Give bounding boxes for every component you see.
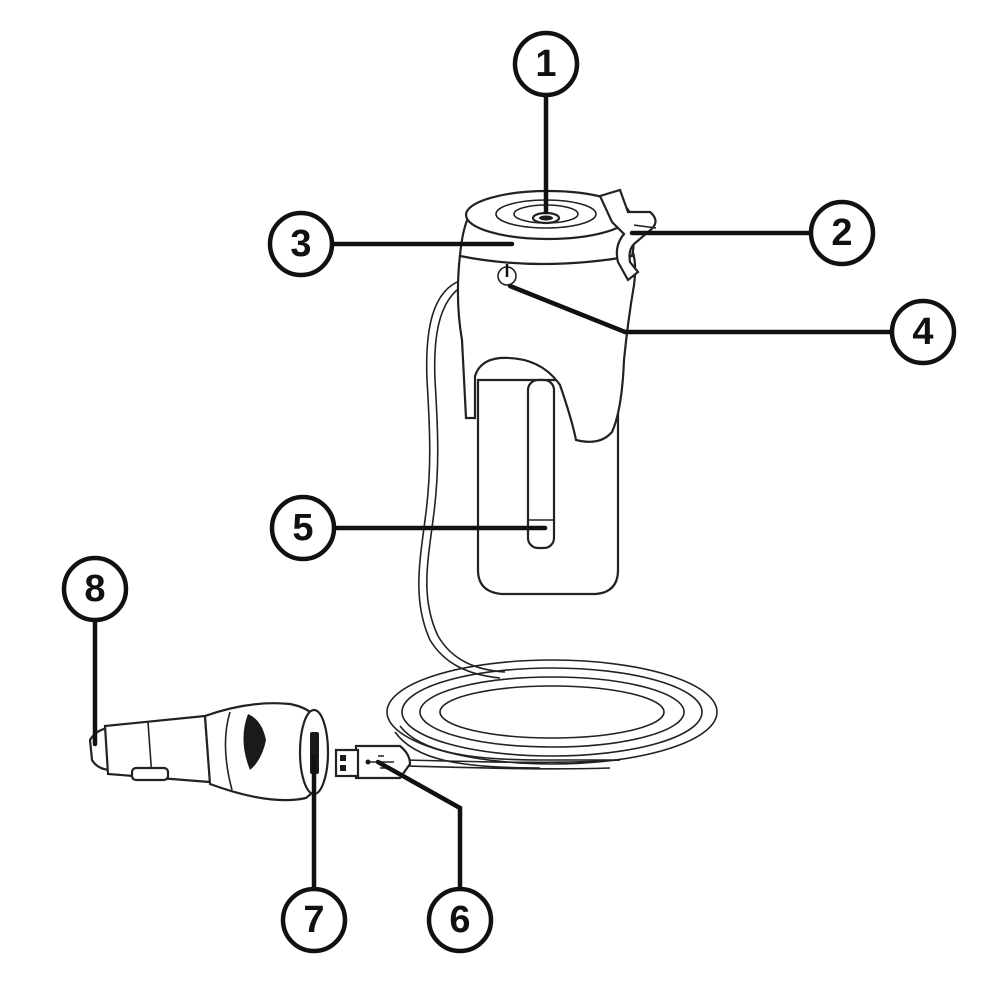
leader-6 (375, 759, 463, 891)
callout-1: 1 (512, 30, 580, 98)
callout-2: 2 (808, 199, 876, 267)
callout-5: 5 (269, 494, 337, 562)
car-charger (88, 702, 330, 802)
power-cable (418, 279, 501, 679)
svg-text:3: 3 (290, 223, 311, 265)
leader-4 (507, 283, 895, 335)
svg-text:7: 7 (303, 899, 324, 941)
callout-6: 6 (426, 886, 494, 954)
humidifier (418, 188, 657, 679)
svg-text:1: 1 (535, 43, 556, 85)
callout-4: 4 (889, 298, 957, 366)
humidifier-body (456, 248, 637, 443)
power-icon (497, 264, 517, 286)
side-clip (598, 188, 657, 282)
svg-text:8: 8 (84, 568, 105, 610)
cable-coil (386, 659, 718, 770)
callout-7: 7 (280, 886, 348, 954)
svg-text:5: 5 (292, 507, 313, 549)
callout-3: 3 (267, 210, 335, 278)
svg-text:2: 2 (831, 212, 852, 254)
leader-lines (92, 92, 895, 891)
water-level-window (526, 378, 556, 550)
svg-text:6: 6 (449, 899, 470, 941)
svg-text:4: 4 (912, 311, 933, 353)
callout-8: 8 (61, 555, 129, 623)
